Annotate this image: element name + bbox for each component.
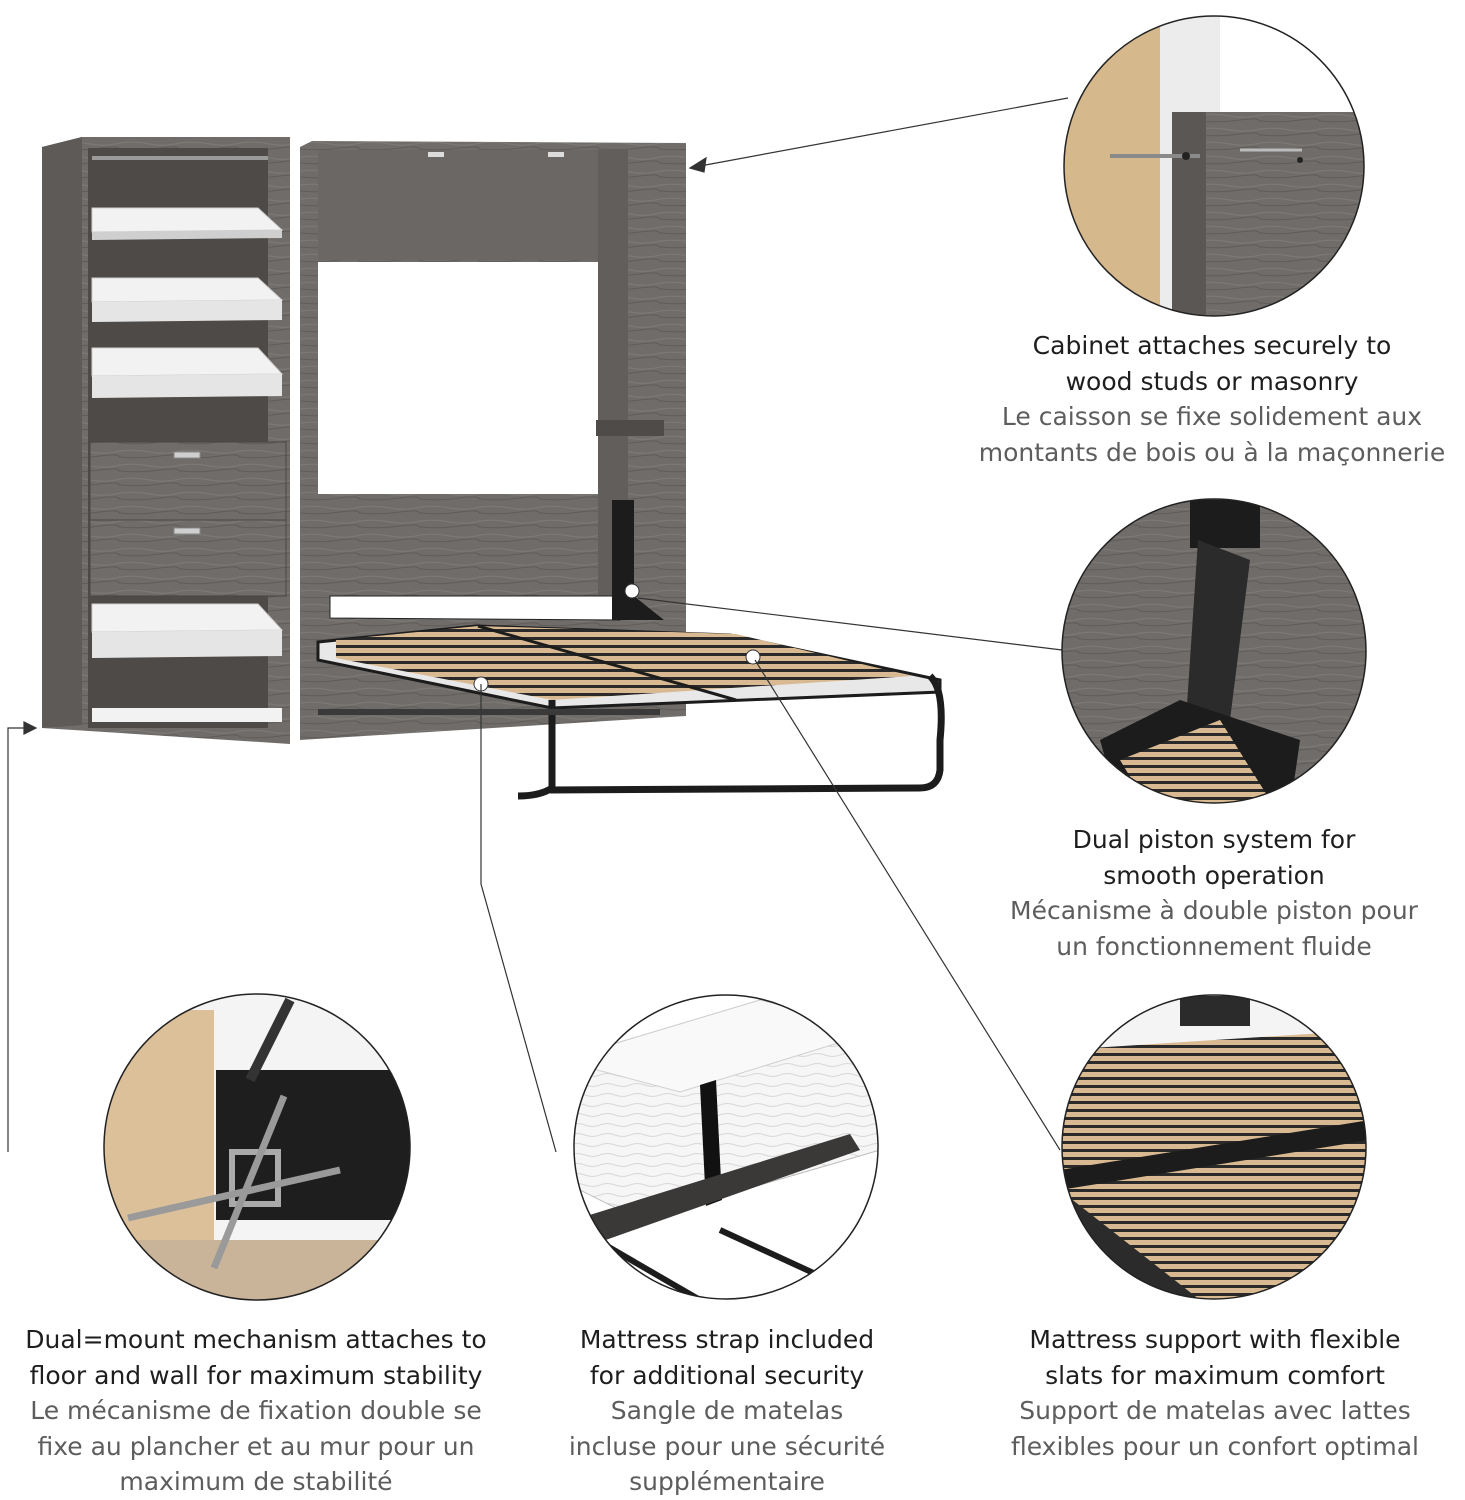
piston-cylinder <box>1186 540 1250 720</box>
caption-french-line: flexibles pour un confort optimal <box>1010 1431 1419 1461</box>
caption-cabinet-attachment: Cabinet attaches securely to wood studs … <box>952 328 1465 470</box>
floor-screw <box>127 1166 341 1222</box>
caption-french-line: Mécanisme à double piston pour <box>1010 896 1418 925</box>
detail-flexible-slats <box>1061 994 1367 1300</box>
caption-english-line: Mattress strap included <box>579 1325 875 1354</box>
detail-piston <box>1061 498 1367 804</box>
caption-french-line: un fonctionnement fluide <box>1056 931 1372 961</box>
caption-french-line: Sangle de matelas <box>610 1396 844 1425</box>
caption-dual-piston: Dual piston system for smooth operation … <box>958 822 1465 964</box>
callout-leader-lines <box>7 97 1069 1153</box>
caption-dual-mount: Dual=mount mechanism attaches to floor a… <box>0 1322 512 1500</box>
detail-dual-mount <box>103 993 411 1301</box>
caption-english-line: Dual piston system for <box>1072 825 1356 854</box>
caption-french-line: montants de bois ou à la maçonnerie <box>978 437 1446 467</box>
caption-english-line: Cabinet attaches securely to <box>1032 331 1392 360</box>
caption-english-line: floor and wall for maximum stability <box>29 1360 483 1390</box>
murphy-bed-cabinet <box>42 137 945 800</box>
caption-flexible-slats: Mattress support with flexible slats for… <box>968 1322 1462 1464</box>
caption-english-line: for additional security <box>589 1360 865 1390</box>
caption-english-line: smooth operation <box>1103 860 1325 890</box>
caption-french-line: incluse pour une sécurité <box>568 1431 886 1461</box>
detail-wall-attachment <box>1063 15 1365 317</box>
caption-english-line: wood studs or masonry <box>1065 366 1359 396</box>
caption-mattress-strap: Mattress strap included for additional s… <box>536 1322 918 1500</box>
strap <box>700 1080 722 1206</box>
detail-mattress-strap <box>573 994 879 1300</box>
caption-english-line: Mattress support with flexible <box>1029 1325 1401 1354</box>
caption-french-line: Support de matelas avec lattes <box>1019 1396 1411 1425</box>
caption-english-line: slats for maximum comfort <box>1045 1360 1385 1390</box>
caption-french-line: supplémentaire <box>629 1467 825 1496</box>
caption-french-line: maximum de stabilité <box>119 1467 393 1496</box>
wall-bolt <box>210 1094 288 1270</box>
caption-french-line: Le mécanisme de fixation double se <box>30 1396 482 1425</box>
caption-french-line: fixe au plancher et au mur pour un <box>37 1431 475 1461</box>
caption-english-line: Dual=mount mechanism attaches to <box>25 1325 487 1354</box>
caption-french-line: Le caisson se fixe solidement aux <box>1001 402 1423 431</box>
